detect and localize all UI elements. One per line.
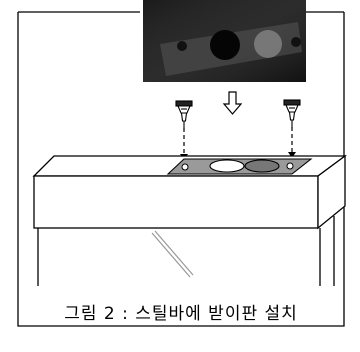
glass-reflection bbox=[151, 230, 194, 278]
photo-screw-hole-left bbox=[177, 41, 187, 51]
figure-caption: 그림 2 : 스틸바에 받이판 설치 bbox=[64, 304, 298, 324]
screw-icon bbox=[175, 100, 193, 129]
screw-icon bbox=[283, 99, 301, 128]
photo-screw-hole-right bbox=[291, 37, 301, 47]
photo-light-hole bbox=[254, 30, 282, 58]
plate-hole-gray bbox=[244, 159, 280, 173]
inset-photo bbox=[143, 0, 306, 82]
photo-dark-hole bbox=[210, 30, 240, 60]
steel-bar-side bbox=[317, 154, 346, 230]
steel-bar-front bbox=[33, 175, 319, 229]
down-arrow-icon bbox=[222, 91, 243, 115]
plate-screw-right bbox=[286, 162, 294, 170]
support-legs bbox=[37, 216, 335, 286]
plate-hole-white bbox=[209, 159, 245, 173]
receiving-plate bbox=[166, 158, 313, 175]
plate-screw-left bbox=[181, 163, 189, 171]
guide-arrowhead-right bbox=[288, 152, 296, 158]
